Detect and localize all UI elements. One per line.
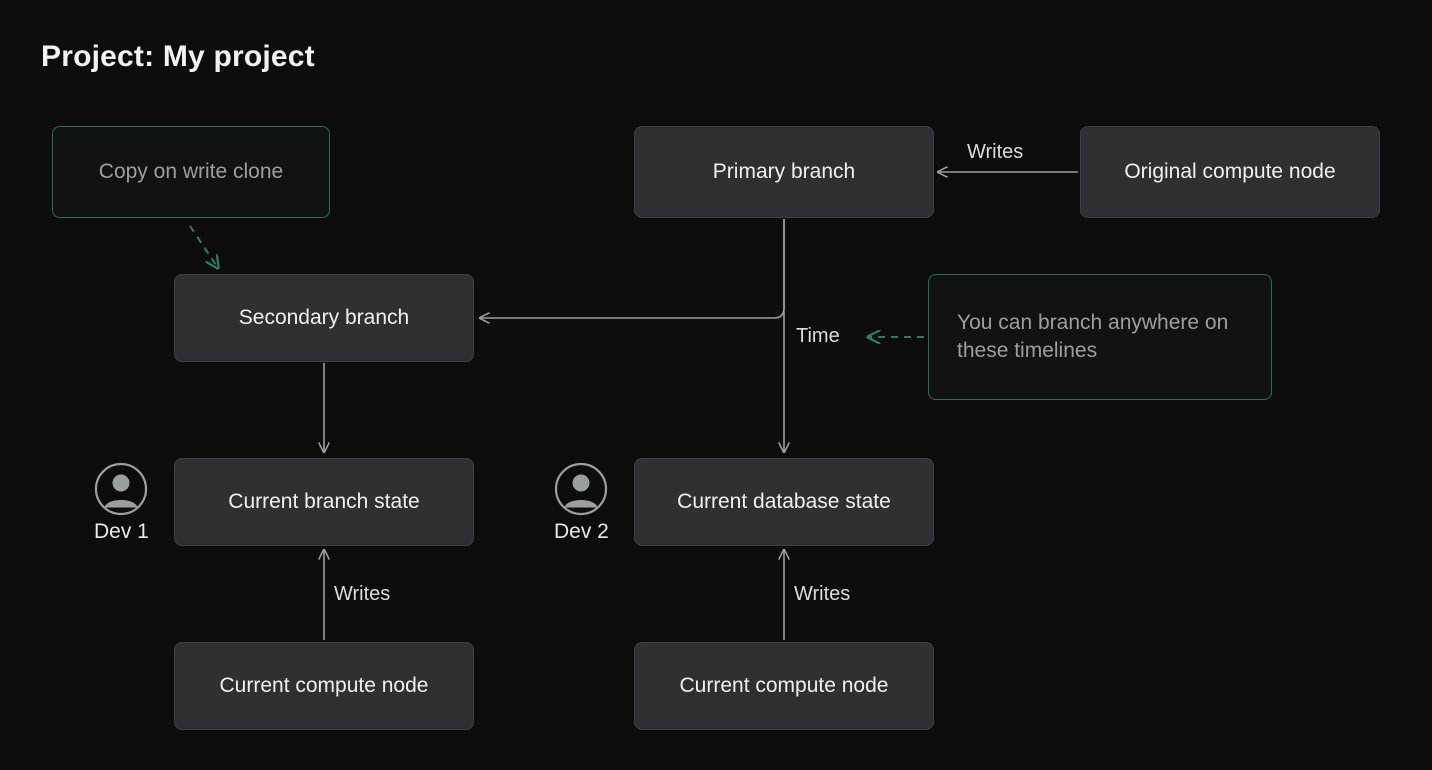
edge-label-writes-original: Writes [967, 141, 1024, 163]
node-branch-anywhere-note[interactable]: You can branch anywhere on these timelin… [928, 274, 1272, 400]
node-secondary-branch[interactable]: Secondary branch [174, 274, 474, 362]
edge-primary-to-secondary-branch [480, 219, 785, 318]
actor-label-dev-2: Dev 2 [554, 520, 609, 543]
edge-label-writes-left: Writes [334, 583, 391, 605]
node-current-compute-node-right[interactable]: Current compute node [634, 642, 934, 730]
node-current-database-state[interactable]: Current database state [634, 458, 934, 546]
node-copy-on-write-clone[interactable]: Copy on write clone [52, 126, 330, 218]
actor-label-dev-1: Dev 1 [94, 520, 149, 543]
node-current-compute-node-left[interactable]: Current compute node [174, 642, 474, 730]
user-avatar-icon [555, 462, 608, 516]
actor-dev-1: Dev 1 [94, 462, 149, 544]
node-current-branch-state[interactable]: Current branch state [174, 458, 474, 546]
user-avatar-icon [95, 462, 148, 516]
node-primary-branch[interactable]: Primary branch [634, 126, 934, 218]
edge-clone-to-secondary-branch [189, 225, 218, 268]
page-title: Project: My project [41, 40, 315, 73]
actor-dev-2: Dev 2 [554, 462, 609, 544]
edge-label-time: Time [796, 325, 840, 347]
node-original-compute-node[interactable]: Original compute node [1080, 126, 1380, 218]
edge-label-writes-right: Writes [794, 583, 851, 605]
